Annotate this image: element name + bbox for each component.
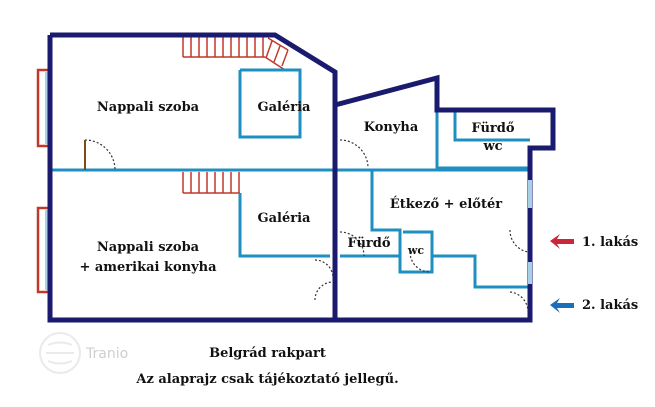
label-nappali-2: Nappali szoba bbox=[97, 240, 200, 255]
label-galeria-1: Galéria bbox=[258, 100, 312, 115]
window-upper-left bbox=[36, 68, 50, 148]
lakas-2-arrow-icon bbox=[550, 298, 574, 313]
caption-street: Belgrád rakpart bbox=[209, 346, 326, 361]
watermark-text: Tranio bbox=[86, 346, 129, 362]
label-furdo-2: Fürdő bbox=[347, 236, 390, 251]
stairs-upper bbox=[182, 37, 289, 71]
window-glass-right-upper bbox=[528, 180, 532, 208]
label-wc-2: wc bbox=[407, 244, 424, 257]
lakas-1-arrow-icon bbox=[550, 234, 574, 249]
stairs-lower bbox=[182, 172, 240, 194]
label-furdo-1: Fürdő bbox=[471, 121, 514, 136]
label-nappali-1: Nappali szoba bbox=[97, 100, 200, 115]
caption-disclaimer: Az alaprajz csak tájékoztató jellegű. bbox=[136, 372, 399, 387]
legend-lakas-2: 2. lakás bbox=[582, 298, 638, 313]
room-labels: Nappali szoba Galéria Konyha Fürdő wc Ét… bbox=[79, 100, 514, 275]
watermark-logo bbox=[39, 332, 81, 374]
inner-walls bbox=[50, 68, 530, 289]
door-swings bbox=[84, 139, 529, 313]
label-wc-1: wc bbox=[482, 139, 502, 154]
window-glass-right-lower bbox=[528, 262, 532, 284]
window-lower-left bbox=[36, 206, 50, 294]
label-galeria-2: Galéria bbox=[258, 211, 312, 226]
label-nappali-2-sub: + amerikai konyha bbox=[79, 260, 217, 275]
label-konyha: Konyha bbox=[364, 120, 419, 135]
legend: 1. lakás 2. lakás bbox=[550, 234, 638, 313]
label-etkezo: Étkező + előtér bbox=[390, 196, 502, 212]
outer-walls bbox=[47, 32, 556, 323]
right-windows bbox=[528, 180, 532, 284]
legend-lakas-1: 1. lakás bbox=[582, 235, 638, 250]
